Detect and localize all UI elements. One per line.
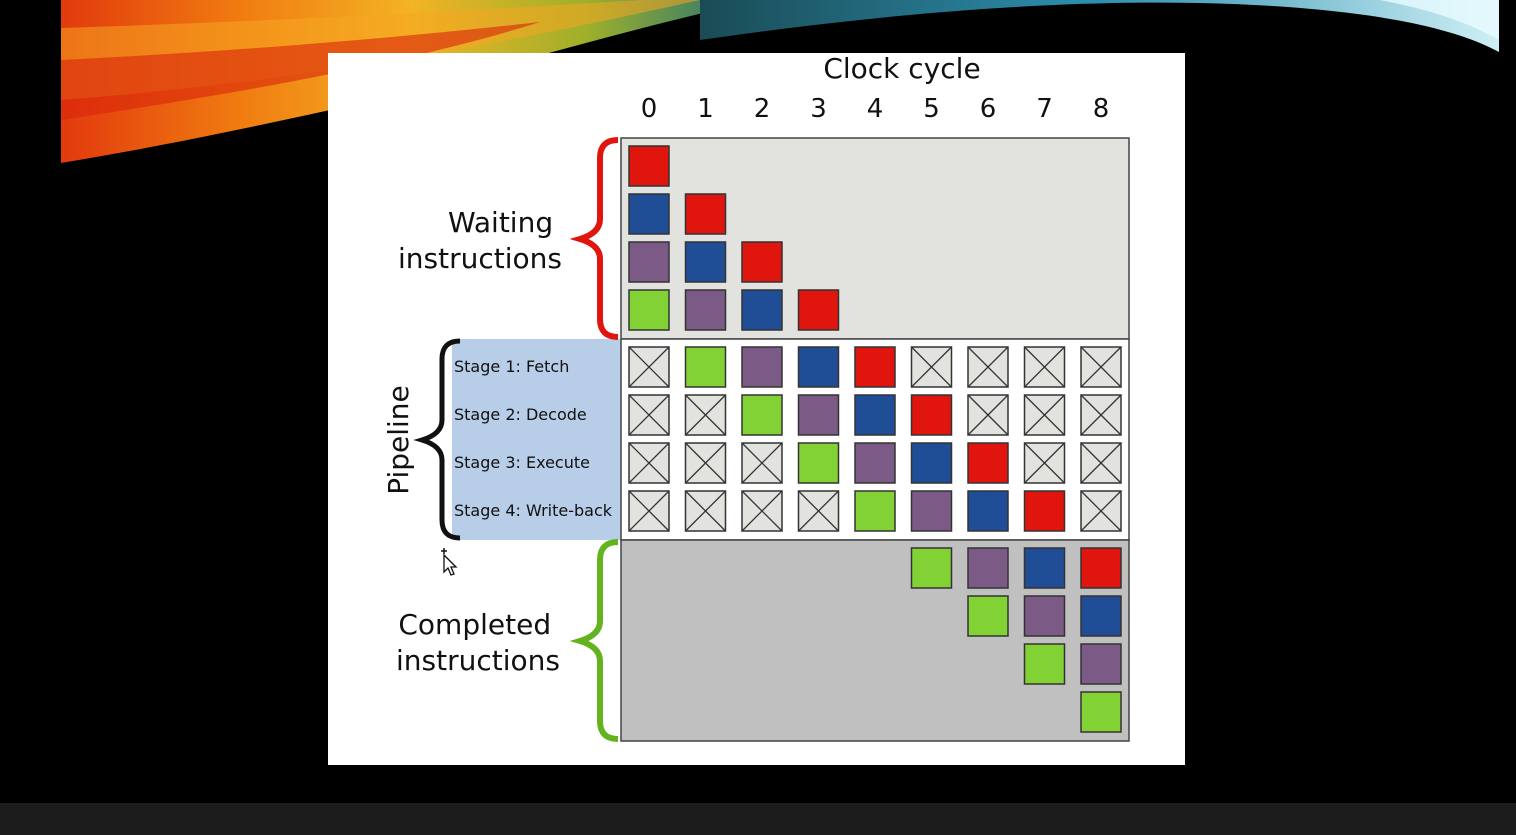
stage-label-decode: Stage 2: Decode bbox=[454, 405, 587, 424]
completed-instruction-green bbox=[1080, 691, 1122, 733]
cycle-tick-3: 3 bbox=[810, 94, 827, 124]
completed-instruction-green bbox=[967, 595, 1009, 637]
pipeline-instruction-red bbox=[910, 394, 953, 436]
pipeline-empty-slot bbox=[1023, 346, 1066, 388]
waiting-label-line-2: instructions bbox=[398, 242, 562, 275]
pipeline-empty-slot bbox=[1080, 442, 1122, 484]
stage-label-panel bbox=[452, 339, 621, 540]
completed-instruction-blue bbox=[1080, 595, 1122, 637]
pipeline-instruction-red bbox=[854, 346, 896, 388]
waiting-label-line-1: Waiting bbox=[448, 206, 553, 239]
pipeline-instruction-blue bbox=[797, 346, 840, 388]
pipeline-instruction-red bbox=[1023, 490, 1066, 532]
completed-instruction-purple bbox=[1023, 595, 1066, 637]
pipeline-empty-slot bbox=[628, 490, 670, 532]
pipeline-empty-slot bbox=[1023, 442, 1066, 484]
cycle-tick-4: 4 bbox=[867, 94, 884, 124]
completed-instruction-green bbox=[1023, 643, 1066, 685]
pipeline-diagram-figure: Clock cycle 0 1 2 3 4 5 6 7 8 Waiting instructio… bbox=[328, 53, 1185, 765]
pipeline-brace bbox=[413, 338, 461, 541]
cycle-tick-2: 2 bbox=[754, 94, 771, 124]
pipeline-instruction-green bbox=[684, 346, 727, 388]
completed-brace bbox=[569, 539, 619, 742]
waiting-instruction-green bbox=[628, 289, 670, 331]
stage-label-execute: Stage 3: Execute bbox=[454, 453, 590, 472]
pipeline-label: Pipeline bbox=[382, 385, 415, 495]
pipeline-empty-slot bbox=[797, 490, 840, 532]
waiting-instruction-red bbox=[797, 289, 840, 331]
pipeline-empty-slot bbox=[741, 490, 783, 532]
waiting-instruction-blue bbox=[741, 289, 783, 331]
pipeline-empty-slot bbox=[967, 346, 1009, 388]
cursor-icon bbox=[441, 548, 458, 576]
pipeline-empty-slot bbox=[967, 394, 1009, 436]
waiting-brace bbox=[569, 137, 619, 340]
waiting-instruction-red bbox=[741, 241, 783, 283]
cycle-tick-0: 0 bbox=[641, 94, 658, 124]
completed-label-line-2: instructions bbox=[396, 644, 560, 677]
pipeline-empty-slot bbox=[1080, 394, 1122, 436]
completed-instructions-label: Completed instructions bbox=[396, 608, 560, 677]
waiting-instruction-red bbox=[628, 145, 670, 187]
pipeline-instruction-red bbox=[967, 442, 1009, 484]
pipeline-instruction-purple bbox=[910, 490, 953, 532]
waiting-instruction-blue bbox=[628, 193, 670, 235]
completed-instruction-red bbox=[1080, 547, 1122, 589]
pipeline-empty-slot bbox=[628, 442, 670, 484]
cycle-tick-7: 7 bbox=[1036, 94, 1053, 124]
waiting-instructions-label: Waiting instructions bbox=[398, 206, 562, 275]
stage-label-write-back: Stage 4: Write-back bbox=[454, 501, 613, 520]
pipeline-instruction-purple bbox=[854, 442, 896, 484]
completed-instruction-purple bbox=[967, 547, 1009, 589]
waiting-instruction-purple bbox=[628, 241, 670, 283]
clock-cycle-title: Clock cycle bbox=[823, 53, 980, 85]
completed-label-line-1: Completed bbox=[398, 608, 551, 641]
waiting-instruction-red bbox=[684, 193, 727, 235]
pipeline-empty-slot bbox=[628, 394, 670, 436]
completed-instruction-blue bbox=[1023, 547, 1066, 589]
pipeline-empty-slot bbox=[684, 442, 727, 484]
completed-instruction-green bbox=[910, 547, 953, 589]
completed-instruction-purple bbox=[1080, 643, 1122, 685]
pipeline-empty-slot bbox=[684, 394, 727, 436]
bottom-bar bbox=[0, 803, 1516, 835]
pipeline-empty-slot bbox=[910, 346, 953, 388]
pipeline-instruction-blue bbox=[910, 442, 953, 484]
cycle-tick-8: 8 bbox=[1093, 94, 1110, 124]
pipeline-empty-slot bbox=[1080, 346, 1122, 388]
pipeline-empty-slot bbox=[628, 346, 670, 388]
cycle-tick-5: 5 bbox=[923, 94, 940, 124]
pipeline-instruction-blue bbox=[854, 394, 896, 436]
pipeline-empty-slot bbox=[1080, 490, 1122, 532]
cycle-tick-6: 6 bbox=[980, 94, 997, 124]
pipeline-instruction-blue bbox=[967, 490, 1009, 532]
pipeline-instruction-green bbox=[854, 490, 896, 532]
pipeline-instruction-green bbox=[741, 394, 783, 436]
pipeline-empty-slot bbox=[741, 442, 783, 484]
pipeline-instruction-purple bbox=[797, 394, 840, 436]
pipeline-instruction-purple bbox=[741, 346, 783, 388]
stage-label-fetch: Stage 1: Fetch bbox=[454, 357, 569, 376]
waiting-instruction-blue bbox=[684, 241, 727, 283]
cycle-tick-1: 1 bbox=[697, 94, 714, 124]
pipeline-empty-slot bbox=[684, 490, 727, 532]
pipeline-empty-slot bbox=[1023, 394, 1066, 436]
pipeline-instruction-green bbox=[797, 442, 840, 484]
waiting-instruction-purple bbox=[684, 289, 727, 331]
